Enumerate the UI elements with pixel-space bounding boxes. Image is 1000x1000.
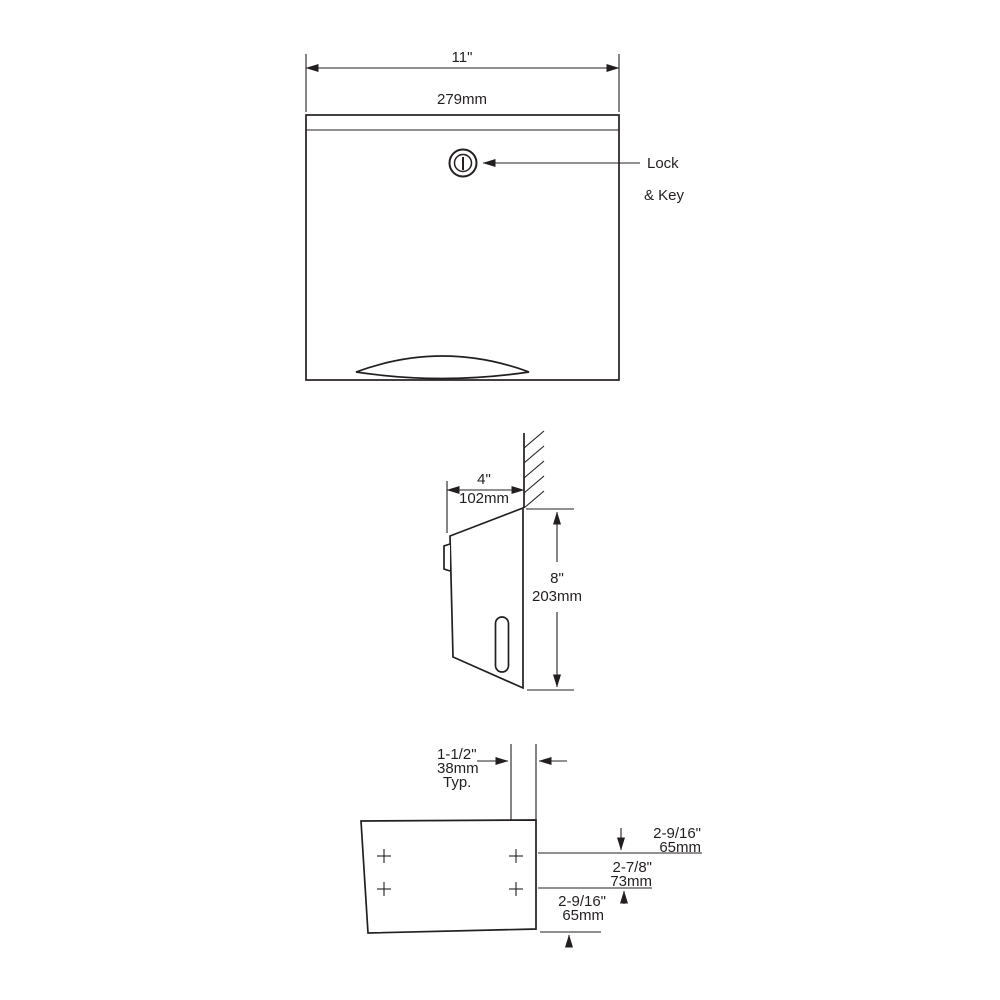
dispenser-side-profile — [449, 506, 524, 690]
depth-mm-label: 102mm — [459, 490, 509, 507]
dim-mid-mm-label: 73mm — [610, 873, 652, 890]
depth-inch-label: 4" — [477, 471, 491, 488]
width-inch-label: 11" — [452, 49, 473, 66]
side-view: 4" 102mm 8" 203mm — [443, 430, 582, 691]
dim-bottom-mm-label: 65mm — [562, 907, 604, 924]
spacing-mm-label: 38mm — [437, 760, 479, 777]
mounting-hole-marks — [377, 849, 523, 896]
lock-icon — [448, 148, 478, 178]
dim-top-mm-label: 65mm — [659, 839, 701, 856]
spacing-inch-label: 1-1/2" — [437, 746, 477, 763]
height-mm-label: 203mm — [532, 588, 582, 605]
side-towel-slot — [494, 616, 510, 673]
lock-label-line2: & Key — [644, 187, 685, 204]
side-mounting-tab — [443, 543, 451, 572]
towel-slot — [355, 355, 530, 380]
height-inch-label: 8" — [550, 570, 564, 587]
wall-hatching — [523, 430, 545, 509]
width-mm-label: 279mm — [437, 91, 487, 108]
mounting-plate-outline — [360, 819, 537, 934]
dim-top-inch-label: 2-9/16" — [653, 825, 701, 842]
lock-label-line1: Lock — [647, 155, 679, 172]
dim-bottom-inch-label: 2-9/16" — [558, 893, 606, 910]
typ-label: Typ. — [443, 774, 471, 791]
front-view: 11" 279mm Lock & Key — [305, 49, 685, 381]
dim-mid-inch-label: 2-7/8" — [612, 859, 652, 876]
bottom-view: 1-1/2" 38mm Typ. 2-9/16" 65mm 2-7/8" 73m… — [360, 744, 702, 948]
